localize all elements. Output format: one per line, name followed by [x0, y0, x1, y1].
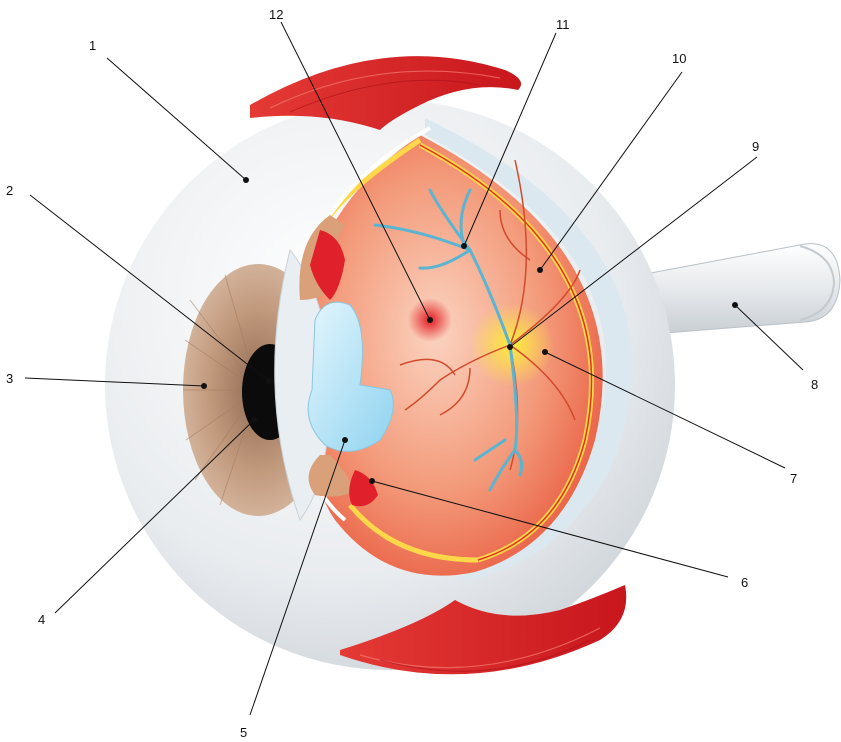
optic-nerve [640, 244, 840, 335]
label-6: 6 [741, 575, 748, 590]
label-12: 12 [269, 7, 283, 22]
label-5: 5 [240, 725, 247, 740]
label-3: 3 [6, 371, 13, 386]
label-9: 9 [752, 139, 759, 154]
label-10: 10 [672, 51, 686, 66]
label-8: 8 [811, 377, 818, 392]
label-2: 2 [6, 183, 13, 198]
label-11: 11 [556, 17, 570, 32]
label-1: 1 [89, 38, 96, 53]
label-4: 4 [38, 612, 45, 627]
label-7: 7 [790, 471, 797, 486]
